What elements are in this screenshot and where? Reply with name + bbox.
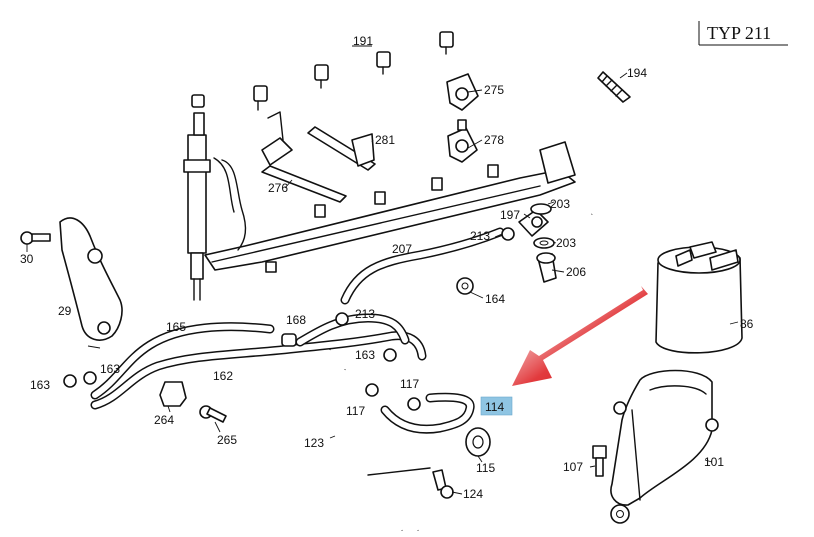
label-86: 86 <box>740 317 754 331</box>
label-117-right: 117 <box>400 377 419 391</box>
label-194: 194 <box>627 66 647 80</box>
fuel-filter-86[interactable] <box>655 241 743 354</box>
fuel-injector[interactable] <box>183 112 211 301</box>
washer-203-top[interactable] <box>530 203 552 215</box>
label-264: 264 <box>154 413 174 427</box>
bolt-30[interactable] <box>20 231 51 245</box>
label-107: 107 <box>563 460 583 474</box>
label-101: 101 <box>704 455 724 469</box>
label-163-left: 163 <box>30 378 50 392</box>
label-163-right: 163 <box>355 348 375 362</box>
clamp-164[interactable] <box>456 277 474 295</box>
label-203-bottom: 203 <box>556 236 576 250</box>
clamp-117-left[interactable] <box>365 383 379 397</box>
label-162: 162 <box>213 369 233 383</box>
label-265: 265 <box>217 433 237 447</box>
clamp-163-left[interactable] <box>63 374 77 388</box>
bolt-107[interactable] <box>592 445 607 477</box>
filter-bracket-101[interactable] <box>610 369 719 524</box>
label-276: 276 <box>268 181 288 195</box>
label-281: 281 <box>375 133 395 147</box>
label-197: 197 <box>500 208 520 222</box>
part-labels: 191 194 275 281 278 276 197 203 203 206 … <box>20 34 754 501</box>
label-207: 207 <box>392 242 412 256</box>
clamp-278[interactable] <box>447 119 478 163</box>
clamp-213-lower[interactable] <box>335 312 349 326</box>
label-30: 30 <box>20 252 34 266</box>
seal-194[interactable] <box>597 71 631 103</box>
label-203-top: 203 <box>550 197 570 211</box>
label-114: 114 <box>485 400 504 414</box>
label-115: 115 <box>476 461 495 475</box>
label-123: 123 <box>304 436 324 450</box>
label-163-mid: 163 <box>100 362 120 376</box>
fuel-rail[interactable] <box>204 141 576 273</box>
sleeve-115[interactable] <box>465 427 491 457</box>
bracket-264[interactable] <box>159 381 187 407</box>
label-206: 206 <box>566 265 586 279</box>
model-label-text: TYP 211 <box>707 23 771 43</box>
label-213-top: 213 <box>470 229 490 243</box>
clamp-117-right[interactable] <box>407 397 421 411</box>
clamp-163-mid[interactable] <box>83 371 97 385</box>
bolt-265[interactable] <box>199 405 227 423</box>
bracket-29[interactable] <box>59 217 123 341</box>
label-213-lower: 213 <box>355 307 375 321</box>
screw-124[interactable] <box>432 469 454 499</box>
banjo-bolt-206[interactable] <box>536 252 557 283</box>
cable-tie-281[interactable] <box>307 126 376 171</box>
label-278: 278 <box>484 133 504 147</box>
label-117-left: 117 <box>346 404 365 418</box>
cable-strap-276[interactable] <box>261 111 347 203</box>
clamp-213-top[interactable] <box>501 227 515 241</box>
label-29: 29 <box>58 304 72 318</box>
model-label: TYP 211 <box>698 21 788 46</box>
highlight-114[interactable]: 114 <box>480 396 513 416</box>
pipe-123[interactable] <box>321 349 431 531</box>
return-line-191[interactable] <box>191 29 613 216</box>
label-165: 165 <box>166 320 186 334</box>
pointer-arrow <box>512 286 648 386</box>
clamp-275[interactable] <box>446 73 479 111</box>
label-191: 191 <box>353 34 373 48</box>
fitting-197[interactable] <box>518 209 549 237</box>
label-124: 124 <box>463 487 483 501</box>
clamp-168[interactable] <box>281 333 297 347</box>
label-275: 275 <box>484 83 504 97</box>
label-168: 168 <box>286 313 306 327</box>
label-164: 164 <box>485 292 505 306</box>
clamp-163-right[interactable] <box>383 348 397 362</box>
leader-lines <box>26 45 739 495</box>
